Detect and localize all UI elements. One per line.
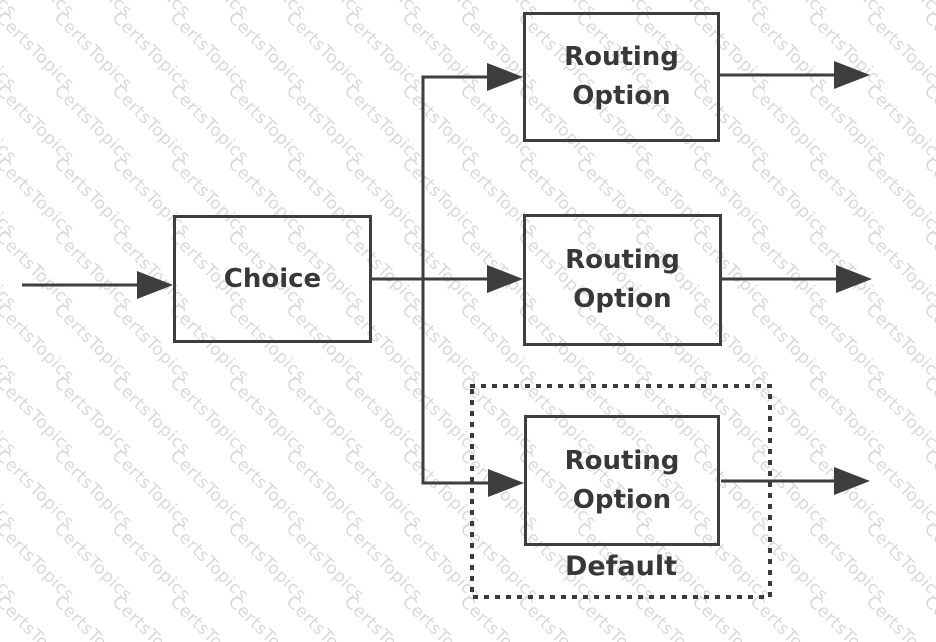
node-routing-option-default: Routing Option — [524, 415, 720, 546]
arrowhead-icon — [487, 63, 523, 91]
routing-option-label: Routing Option — [564, 445, 680, 515]
default-region-border — [470, 384, 772, 599]
arrowhead-icon — [487, 265, 523, 293]
arrowhead-icon — [836, 265, 872, 293]
node-routing-option-top: Routing Option — [523, 12, 720, 142]
node-choice: Choice — [173, 215, 372, 343]
arrowhead-icon — [137, 271, 173, 299]
routing-option-label: Routing Option — [564, 42, 679, 111]
default-label: Default — [564, 551, 678, 582]
arrowhead-icon — [834, 467, 870, 495]
choice-label: Choice — [223, 263, 322, 294]
node-routing-option-middle: Routing Option — [523, 214, 722, 346]
routing-option-label: Routing Option — [565, 245, 680, 314]
arrowhead-icon — [834, 61, 870, 89]
arrowhead-icon — [488, 469, 524, 497]
